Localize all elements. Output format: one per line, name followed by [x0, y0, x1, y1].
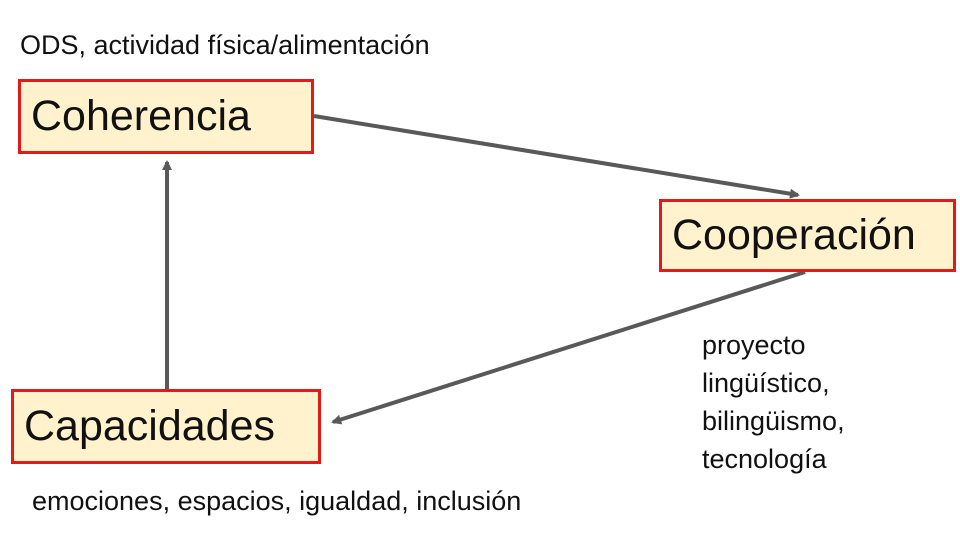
cooperacion-note-line: lingüístico,: [702, 368, 830, 398]
node-capacidades-label: Capacidades: [24, 402, 276, 450]
node-cooperacion: Cooperación: [659, 199, 956, 272]
node-cooperacion-label: Cooperación: [672, 211, 916, 259]
cooperacion-note-line: proyecto: [702, 330, 806, 360]
coherencia-note: ODS, actividad física/alimentación: [20, 30, 430, 60]
cooperacion-note-line: tecnología: [702, 444, 827, 474]
node-capacidades: Capacidades: [11, 389, 321, 464]
capacidades-note: emociones, espacios, igualdad, inclusión: [32, 486, 522, 516]
arrow-coherencia-to-cooperacion: [313, 114, 800, 199]
cooperacion-note: proyecto lingüístico, bilingüismo, tecno…: [702, 326, 845, 478]
node-coherencia-label: Coherencia: [31, 92, 251, 140]
node-coherencia: Coherencia: [18, 79, 314, 154]
cooperacion-note-line: bilingüismo,: [702, 406, 845, 436]
